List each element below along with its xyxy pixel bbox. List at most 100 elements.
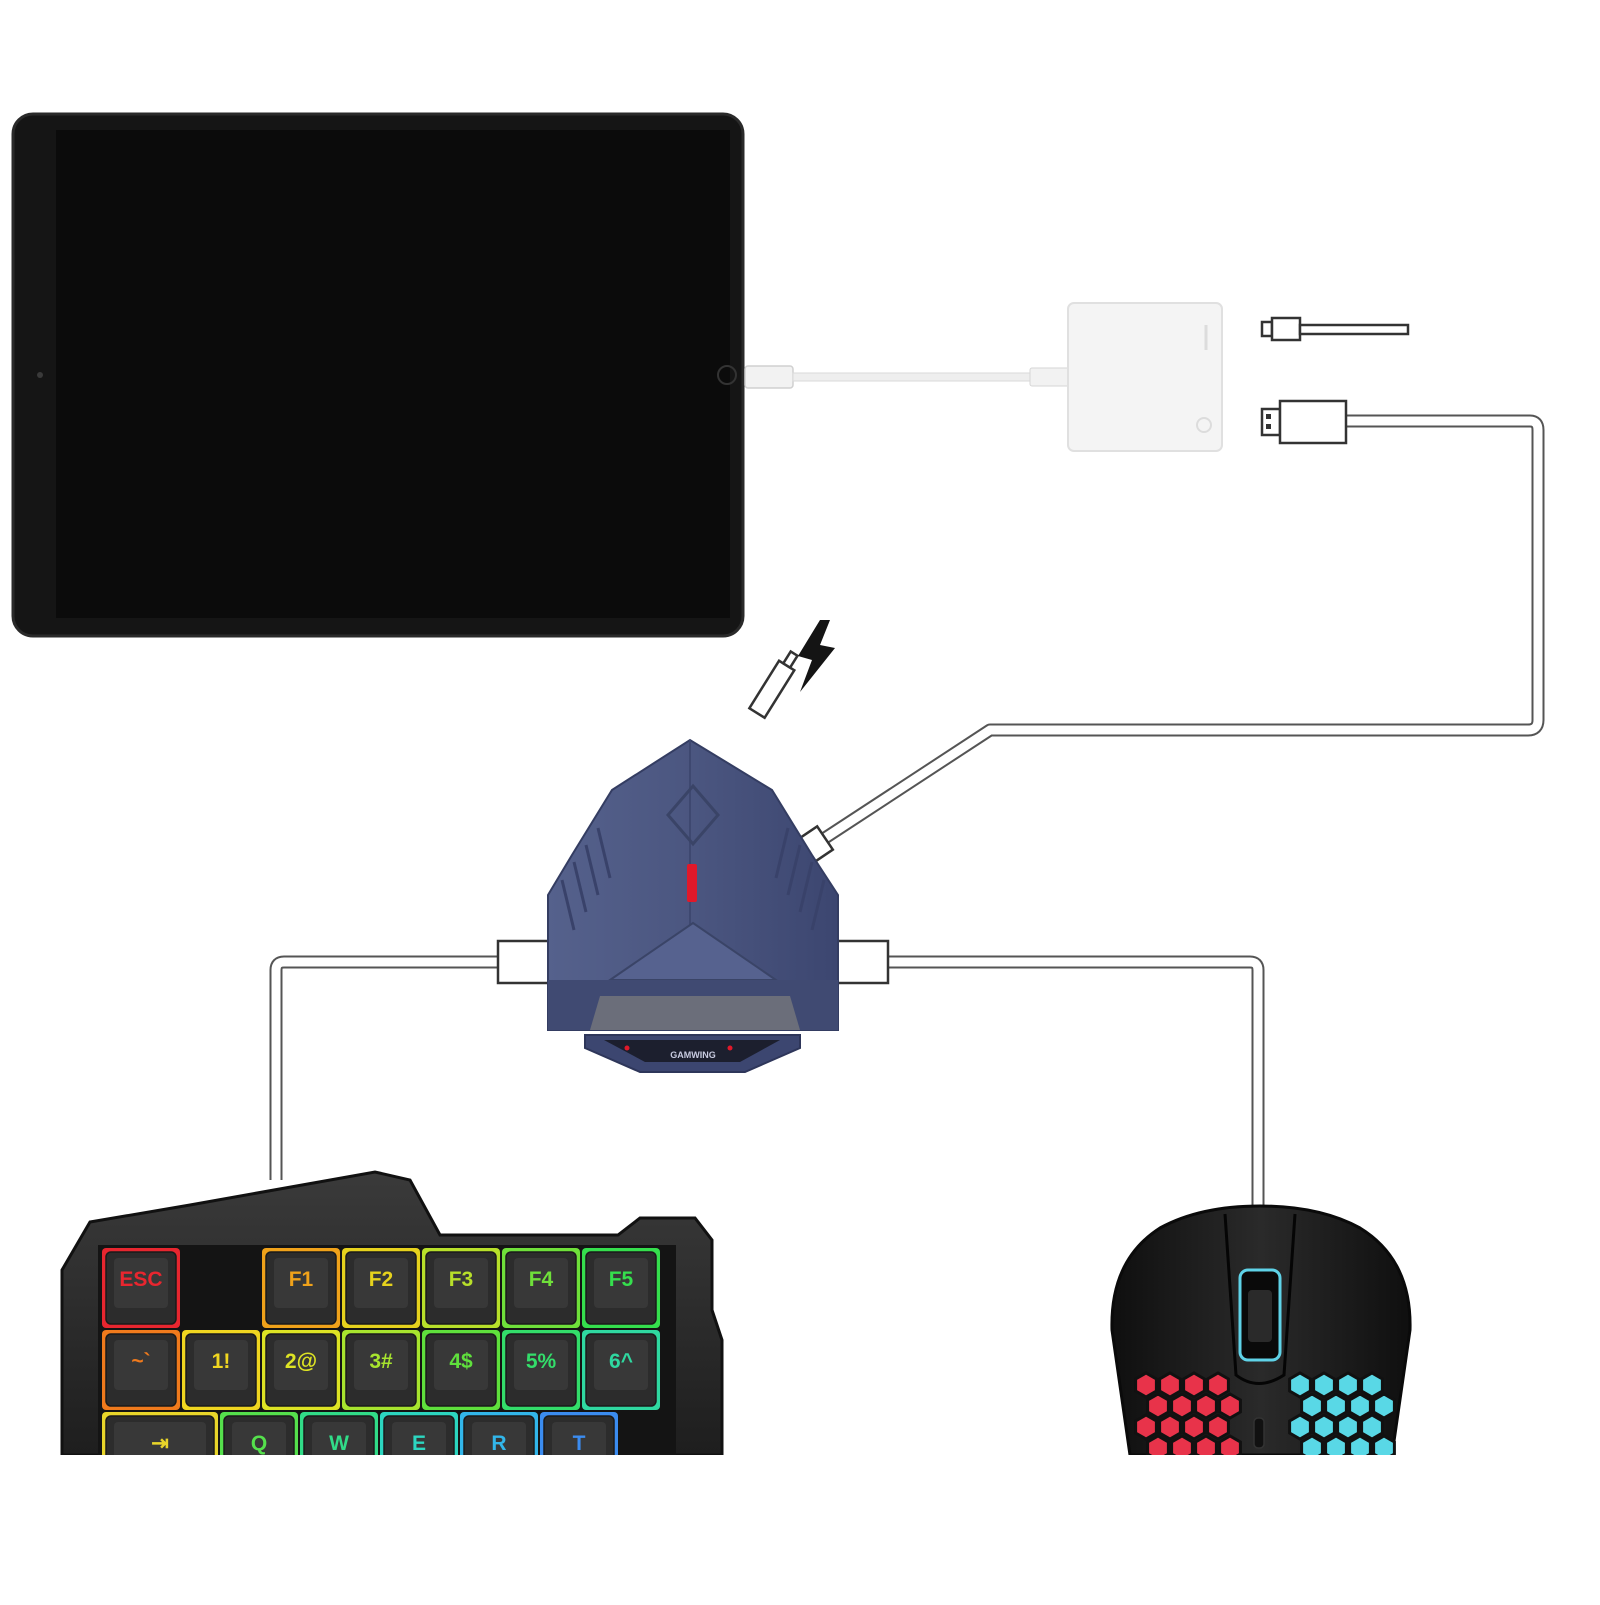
mouse-hex-cell (1134, 1413, 1158, 1441)
mouse-wheel-grip (1248, 1290, 1272, 1342)
key-label: Q (251, 1432, 267, 1455)
mouse-hex-pattern-red (1134, 1371, 1242, 1462)
mouse-usb-plug (834, 939, 890, 985)
lightning-bolt-icon (798, 620, 835, 692)
key-label: F4 (529, 1268, 554, 1291)
keycap-top (514, 1340, 568, 1390)
key-label: ~` (131, 1350, 150, 1373)
adapter-port-usb (1196, 417, 1212, 433)
key-label: R (491, 1432, 506, 1455)
hub-grip-right (774, 827, 826, 931)
mouse-hex-cell (1134, 1371, 1158, 1399)
tablet-camera (37, 372, 43, 378)
hub-grey-panel (590, 996, 800, 1030)
keycap-top (434, 1340, 488, 1390)
charge-tip (1260, 320, 1274, 338)
mouse-hex-cell (1170, 1392, 1194, 1420)
adapter-cord (792, 372, 1034, 382)
keycap-top (514, 1258, 568, 1308)
power-input (747, 620, 835, 720)
charge-plug (1270, 316, 1302, 342)
key-label: 5% (526, 1350, 557, 1373)
key-label: F3 (449, 1268, 474, 1291)
lightning-plug (744, 365, 794, 389)
usb-a-contact (1266, 414, 1271, 419)
adapter-body (1067, 302, 1223, 452)
keycap-top (274, 1258, 328, 1308)
usb-hub-cable (778, 399, 1545, 876)
mouse-hex-cell (1300, 1392, 1324, 1420)
power-plug (747, 659, 797, 720)
key-label: 3# (369, 1350, 393, 1373)
mouse-hex-cell (1360, 1371, 1384, 1399)
mouse-hex-cell (1336, 1413, 1360, 1441)
mouse-hex-cell (1360, 1413, 1384, 1441)
hub-brand-label: GAMWING (670, 1050, 716, 1060)
charge-cord (1298, 323, 1410, 336)
keycap-top (434, 1258, 488, 1308)
usb-a-contact (1266, 424, 1271, 429)
hub-led-left (624, 1045, 630, 1051)
hub-status-indicator (687, 864, 697, 902)
mouse-crop-mask (1100, 1455, 1430, 1600)
mouse-hex-cell (1348, 1392, 1372, 1420)
hub-diamond-emblem (666, 783, 720, 847)
mouse-hex-cell (1158, 1413, 1182, 1441)
keycap-top (594, 1258, 648, 1308)
mouse-button-split (1223, 1213, 1297, 1385)
keycap-top (114, 1340, 168, 1390)
hub-bottom-panel (604, 1040, 780, 1062)
mouse-hex-cell (1182, 1371, 1206, 1399)
key-label: F5 (609, 1268, 634, 1291)
tablet-home-button (717, 365, 737, 385)
keyboard-crop-mask (0, 1455, 760, 1600)
mouse-hex-cell (1324, 1392, 1348, 1420)
key-label: ⇥ (151, 1432, 169, 1455)
mouse-hex-cell (1372, 1392, 1396, 1420)
mouse-hex-cell (1194, 1392, 1218, 1420)
mouse-hex-cell (1312, 1371, 1336, 1399)
key-label: 4$ (449, 1350, 473, 1373)
charge-cable-stub (1260, 316, 1410, 342)
mouse-hex-cell (1312, 1413, 1336, 1441)
adapter-hub: GAMWING (547, 738, 839, 1073)
mouse-hex-pattern-cyan (1288, 1371, 1396, 1462)
keyboard-usb-plug (496, 939, 554, 985)
key-label: ESC (119, 1268, 162, 1291)
mouse-cable (834, 939, 1265, 1215)
keycap-top (594, 1340, 648, 1390)
key-label: F1 (289, 1268, 314, 1291)
keycap-top (354, 1258, 408, 1308)
key-label: W (329, 1432, 349, 1455)
keycap-top (274, 1340, 328, 1390)
key-label: T (573, 1432, 586, 1455)
key-label: F2 (369, 1268, 394, 1291)
hub-led-right (727, 1045, 733, 1051)
mouse-hex-cell (1288, 1371, 1312, 1399)
key-label: E (412, 1432, 426, 1455)
key-label: 6^ (609, 1350, 633, 1373)
usb-a-plug (1278, 399, 1348, 445)
keycap-top (194, 1340, 248, 1390)
tablet (11, 112, 745, 638)
mouse-hex-cell (1146, 1392, 1170, 1420)
gaming-mouse (1100, 1204, 1430, 1600)
mouse-hex-cell (1336, 1371, 1360, 1399)
mouse-hex-cell (1218, 1392, 1242, 1420)
keyboard-cable (269, 939, 554, 1180)
mouse-hex-cell (1158, 1371, 1182, 1399)
keycap-top (114, 1258, 168, 1308)
tablet-adapter-cable (744, 365, 1071, 389)
usb-camera-adapter (1067, 302, 1223, 452)
mouse-dpi-button (1253, 1417, 1265, 1449)
power-tip (781, 649, 800, 670)
mouse-hex-cell (1206, 1413, 1230, 1441)
key-label: 1! (212, 1350, 231, 1373)
mouse-hex-cell (1288, 1413, 1312, 1441)
usb-a-tip (1260, 407, 1282, 437)
adapter-strain-relief (1029, 367, 1071, 387)
keycap-top (354, 1340, 408, 1390)
